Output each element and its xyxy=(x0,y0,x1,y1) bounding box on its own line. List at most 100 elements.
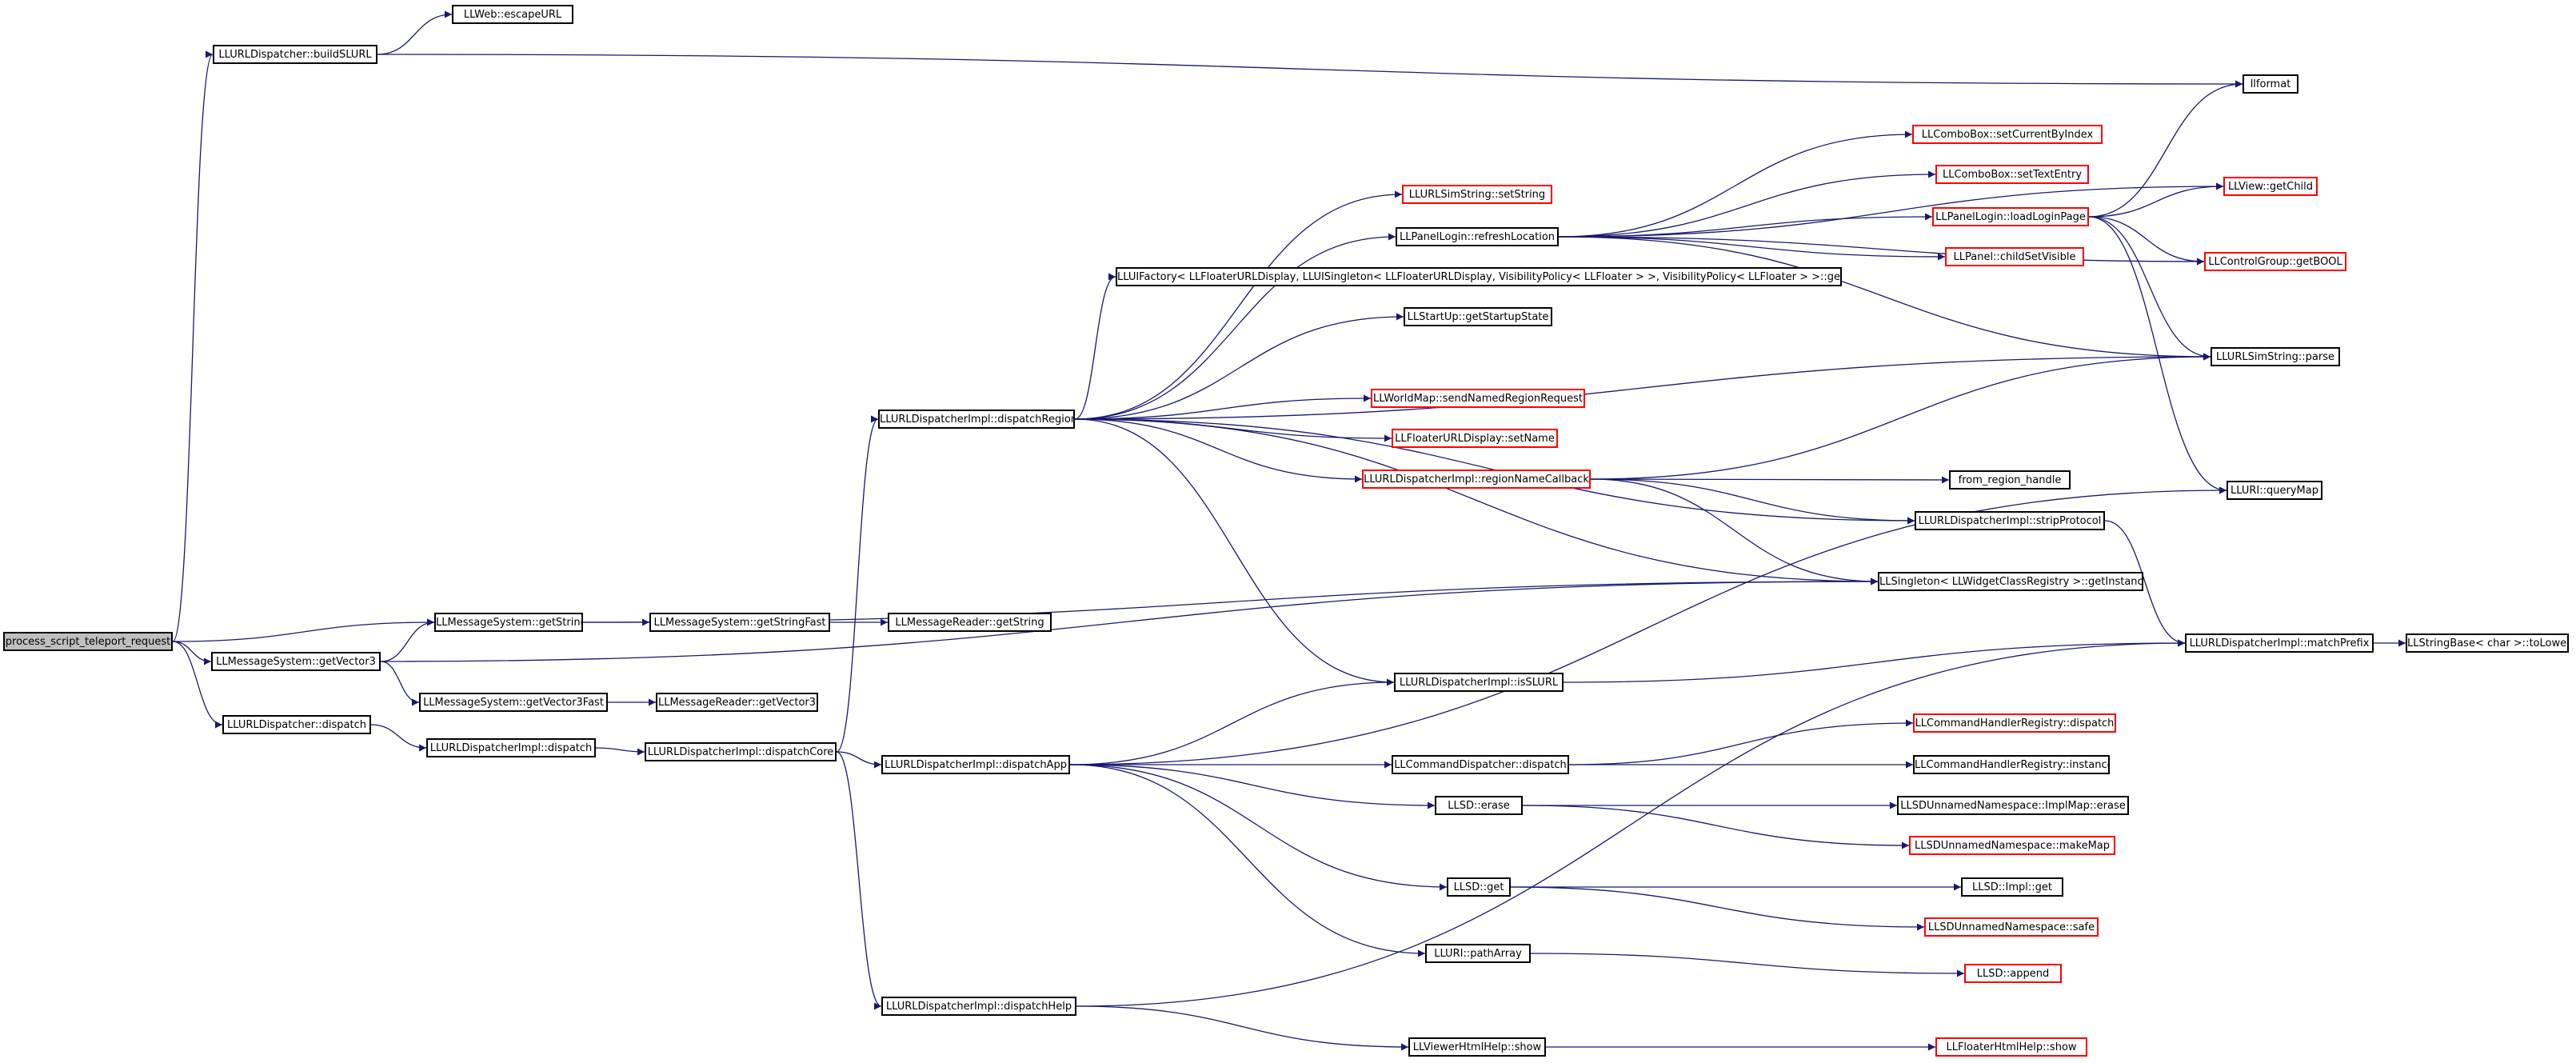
edge-loadLoginPage-to-llformat xyxy=(2088,80,2243,218)
graph-node-dispatchApp[interactable]: LLURLDispatcherImpl::dispatchApp xyxy=(881,755,1070,774)
graph-node-stripProtocol[interactable]: LLURLDispatcherImpl::stripProtocol xyxy=(1915,511,2105,530)
graph-node-readerGetVector3[interactable]: LLMessageReader::getVector3 xyxy=(656,693,818,712)
edge-regionNameCallback-to-singletonGetInstance xyxy=(1590,478,1879,585)
edge-buildSLURL-to-escapeURL xyxy=(377,10,453,55)
edge-dispatchApp-to-isSLURL xyxy=(1069,678,1395,765)
graph-node-getVector3[interactable]: LLMessageSystem::getVector3 xyxy=(211,652,381,671)
edge-loadLoginPage-to-viewGetChild xyxy=(2088,182,2224,218)
graph-node-readerGetString[interactable]: LLMessageReader::getString xyxy=(888,613,1052,632)
edge-dispatchRegion-to-simParse xyxy=(1074,353,2211,420)
graph-node-dispatch[interactable]: LLURLDispatcher::dispatch xyxy=(222,715,371,734)
graph-node-pathArray[interactable]: LLURI::pathArray xyxy=(1425,944,1531,963)
edge-dispatchApp-to-llsdGet xyxy=(1069,764,1448,891)
graph-node-childSetVisible[interactable]: LLPanel::childSetVisible xyxy=(1945,247,2084,266)
edge-refreshLocation-to-comboSetTextEntry xyxy=(1558,170,1936,238)
graph-node-llformat[interactable]: llformat xyxy=(2243,74,2298,94)
edge-regionNameCallback-to-simParse xyxy=(1590,353,2211,480)
edge-getVector3-to-singletonGetInstance xyxy=(380,577,1879,662)
edge-isSLURL-to-matchPrefix xyxy=(1563,639,2186,683)
edge-loadLoginPage-to-uriQueryMap xyxy=(2088,216,2227,494)
edge-dispatchApp-to-pathArray xyxy=(1069,764,1426,957)
edge-refreshLocation-to-childSetVisible xyxy=(1558,236,1946,261)
graph-node-matchPrefix[interactable]: LLURLDispatcherImpl::matchPrefix xyxy=(2185,633,2374,653)
graph-node-controlGroupGetBOOL[interactable]: LLControlGroup::getBOOL xyxy=(2204,252,2346,271)
graph-node-toLower[interactable]: LLStringBase< char >::toLower xyxy=(2406,633,2569,653)
edge-buildSLURL-to-llformat xyxy=(377,54,2243,88)
edge-refreshLocation-to-loadLoginPage xyxy=(1558,213,1933,238)
edge-dispatchApp-to-uriQueryMap xyxy=(1069,486,2227,765)
graph-node-fromRegionHandle[interactable]: from_region_handle xyxy=(1949,470,2071,490)
graph-node-dispatchCore[interactable]: LLURLDispatcherImpl::dispatchCore xyxy=(645,742,837,761)
graph-node-makeMap[interactable]: LLSDUnnamedNamespace::makeMap xyxy=(1909,836,2115,855)
graph-node-getStringFast[interactable]: LLMessageSystem::getStringFast xyxy=(649,613,830,632)
graph-node-dispatchHelp[interactable]: LLURLDispatcherImpl::dispatchHelp xyxy=(881,997,1076,1016)
graph-node-sendNamedRegionRequest[interactable]: LLWorldMap::sendNamedRegionRequest xyxy=(1371,389,1585,408)
edge-dispatchRegion-to-getStartupState xyxy=(1074,313,1404,420)
graph-node-simSetString[interactable]: LLURLSimString::setString xyxy=(1402,185,1552,204)
edge-regionNameCallback-to-fromRegionHandle xyxy=(1590,476,1950,484)
edge-dispatchHelp-to-matchPrefix xyxy=(1076,639,2186,1007)
graph-node-singletonGetInstance[interactable]: LLSingleton< LLWidgetClassRegistry >::ge… xyxy=(1878,572,2143,591)
edge-dispatchHelp-to-htmlHelpShow xyxy=(1076,1005,1409,1051)
graph-node-loadLoginPage[interactable]: LLPanelLogin::loadLoginPage xyxy=(1932,207,2089,226)
graph-node-viewGetChild[interactable]: LLView::getChild xyxy=(2223,177,2318,196)
graph-node-regionNameCallback[interactable]: LLURLDispatcherImpl::regionNameCallback xyxy=(1362,470,1591,489)
edge-dispatchRegion-to-refreshLocation xyxy=(1074,233,1396,420)
edge-dispatch-to-implDispatch xyxy=(370,724,427,752)
edge-dispatchApp-to-llsdErase xyxy=(1069,764,1436,809)
graph-node-getStartupState[interactable]: LLStartUp::getStartupState xyxy=(1404,307,1552,326)
graph-node-getVector3Fast[interactable]: LLMessageSystem::getVector3Fast xyxy=(419,693,608,712)
edge-pathArray-to-llsdAppend xyxy=(1530,953,1965,977)
edge-refreshLocation-to-comboSetCurrentByIndex xyxy=(1558,130,1913,238)
edge-implDispatch-to-dispatchCore xyxy=(595,747,645,756)
graph-node-dispatchRegion[interactable]: LLURLDispatcherImpl::dispatchRegion xyxy=(878,410,1075,429)
edge-dispatchRegion-to-sendNamedRegionRequest xyxy=(1074,394,1372,420)
edge-dispatchRegion-to-isSLURL xyxy=(1074,418,1395,686)
edge-dispatchCore-to-dispatchApp xyxy=(836,751,882,769)
graph-node-htmlHelpShow[interactable]: LLViewerHtmlHelp::show xyxy=(1408,1037,1546,1057)
graph-node-refreshLocation[interactable]: LLPanelLogin::refreshLocation xyxy=(1396,227,1559,246)
edge-dispatchRegion-to-simSetString xyxy=(1074,190,1403,420)
edge-llsdErase-to-makeMap xyxy=(1522,805,1910,849)
graph-node-simParse[interactable]: LLURLSimString::parse xyxy=(2211,347,2340,366)
graph-node-cmdRegistryDispatch[interactable]: LLCommandHandlerRegistry::dispatch xyxy=(1913,713,2116,733)
edge-refreshLocation-to-viewGetChild xyxy=(1558,182,2224,238)
edge-loadLoginPage-to-controlGroupGetBOOL xyxy=(2088,216,2205,266)
edge-process_script_teleport_request-to-buildSLURL xyxy=(172,50,214,642)
edge-dispatchRegion-to-regionNameCallback xyxy=(1074,418,1363,483)
graph-node-uiFactory[interactable]: LLUIFactory< LLFloaterURLDisplay, LLUISi… xyxy=(1116,267,1842,286)
graph-node-comboSetTextEntry[interactable]: LLComboBox::setTextEntry xyxy=(1935,165,2089,184)
edge-getString-to-singletonGetInstance xyxy=(582,577,1879,623)
graph-node-llsdAppend[interactable]: LLSD::append xyxy=(1964,964,2062,983)
graph-node-llsdGet[interactable]: LLSD::get xyxy=(1447,877,1511,897)
edge-process_script_teleport_request-to-getVector3 xyxy=(172,641,212,665)
edge-dispatchRegion-to-singletonGetInstance xyxy=(1074,418,1879,585)
edge-loadLoginPage-to-simParse xyxy=(2088,216,2211,361)
graph-node-buildSLURL[interactable]: LLURLDispatcher::buildSLURL xyxy=(213,45,377,64)
edge-getVector3-to-getString xyxy=(380,618,435,662)
edge-llsdGet-to-safe xyxy=(1510,886,1925,931)
edge-refreshLocation-to-simParse xyxy=(1558,236,2211,361)
graph-node-floaterHtmlHelpShow[interactable]: LLFloaterHtmlHelp::show xyxy=(1935,1037,2087,1057)
graph-node-getString[interactable]: LLMessageSystem::getString xyxy=(434,613,583,632)
graph-node-isSLURL[interactable]: LLURLDispatcherImpl::isSLURL xyxy=(1394,673,1564,692)
graph-node-comboSetCurrentByIndex[interactable]: LLComboBox::setCurrentByIndex xyxy=(1912,125,2103,144)
edge-stripProtocol-to-matchPrefix xyxy=(2104,520,2186,647)
edge-regionNameCallback-to-stripProtocol xyxy=(1590,478,1915,525)
graph-node-llsdErase[interactable]: LLSD::erase xyxy=(1435,796,1523,815)
edge-process_script_teleport_request-to-getString xyxy=(172,618,435,642)
edge-dispatchCore-to-dispatchRegion xyxy=(836,415,879,753)
graph-node-escapeURL[interactable]: LLWeb::escapeURL xyxy=(452,5,573,24)
graph-node-implDispatch[interactable]: LLURLDispatcherImpl::dispatch xyxy=(426,738,596,757)
graph-node-implMapErase[interactable]: LLSDUnnamedNamespace::ImplMap::erase xyxy=(1897,796,2129,815)
graph-node-safe[interactable]: LLSDUnnamedNamespace::safe xyxy=(1924,917,2099,937)
edge-cmdDispatcherDispatch-to-cmdRegistryDispatch xyxy=(1568,719,1914,765)
graph-node-cmdRegistryInstance[interactable]: LLCommandHandlerRegistry::instance xyxy=(1913,755,2110,774)
graph-node-cmdDispatcherDispatch[interactable]: LLCommandDispatcher::dispatch xyxy=(1392,755,1569,774)
graph-node-llsdImplGet[interactable]: LLSD::Impl::get xyxy=(1961,877,2063,897)
graph-node-floaterSetName[interactable]: LLFloaterURLDisplay::setName xyxy=(1392,429,1558,448)
graph-node-process_script_teleport_request[interactable]: process_script_teleport_request xyxy=(3,632,173,651)
graph-node-uriQueryMap[interactable]: LLURI::queryMap xyxy=(2227,481,2322,500)
